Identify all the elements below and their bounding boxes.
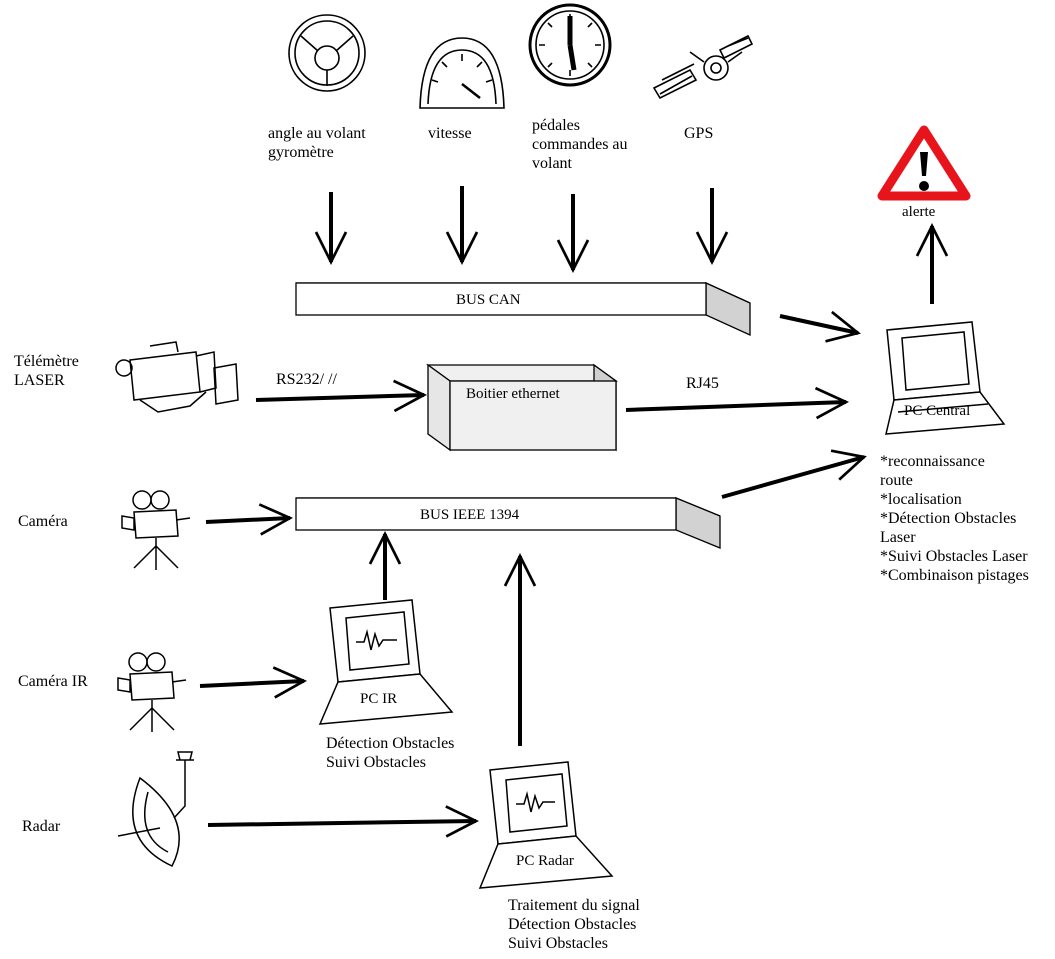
label-line: Boitier ethernet <box>466 386 560 402</box>
label-line: BUS IEEE 1394 <box>420 507 520 523</box>
arrow-laser-to-ethernet <box>255 395 424 400</box>
bus-can <box>295 281 751 337</box>
alert-triangle-icon <box>877 125 971 201</box>
label-radar: Radar <box>22 817 60 836</box>
label-pedals: pédales commandes au volant <box>532 116 628 173</box>
arrow-ieee-to-pc-central <box>721 457 864 499</box>
arrow-radar-to-pc-radar <box>207 821 476 825</box>
pc-ir-icon <box>318 599 454 725</box>
label-line: RS232/ // <box>276 371 337 388</box>
label-line: PC IR <box>360 691 398 707</box>
label-line: commandes au <box>532 136 628 153</box>
label-line: Caméra IR <box>18 673 88 690</box>
pc-central-icon <box>885 321 1006 435</box>
steering-wheel-icon <box>288 14 366 92</box>
label-rs232: RS232/ // <box>276 370 337 389</box>
label-line: RJ45 <box>686 375 719 392</box>
label-ethernet-box: Boitier ethernet <box>466 385 560 404</box>
label-line: Radar <box>22 818 61 835</box>
label-line: GPS <box>684 125 714 142</box>
arrow-can-to-pc-central <box>779 316 858 333</box>
label-line: angle au volant <box>268 125 366 142</box>
task-line: Détection Obstacles <box>326 735 455 752</box>
ethernet-box <box>426 363 618 452</box>
label-steering-gyro: angle au volant gyromètre <box>268 124 366 162</box>
label-line: pédales <box>532 117 580 134</box>
bus-ieee-1394 <box>295 497 721 549</box>
clock-gauge-icon <box>528 3 612 87</box>
task-line: Traitement du signal <box>508 897 640 914</box>
pc-radar-icon <box>478 761 614 889</box>
label-camera-ir: Caméra IR <box>18 672 88 691</box>
pc-ir-tasks: Détection Obstacles Suivi Obstacles <box>326 734 454 772</box>
task-line: route <box>880 472 913 489</box>
label-line: LASER <box>14 372 65 389</box>
label-bus-ieee: BUS IEEE 1394 <box>420 506 519 525</box>
label-line: volant <box>532 155 572 172</box>
task-line: Suivi Obstacles <box>508 935 608 952</box>
task-line: Laser <box>880 529 916 546</box>
arrow-ethernet-to-pc-central <box>625 402 846 410</box>
arrow-camera-to-ieee <box>205 518 290 522</box>
label-laser: Télémètre LASER <box>14 352 79 390</box>
label-pc-radar: PC Radar <box>516 852 574 871</box>
task-line: *Détection Obstacles <box>880 510 1017 527</box>
label-bus-can: BUS CAN <box>456 291 521 310</box>
speedometer-icon <box>419 37 505 109</box>
task-line: *Suivi Obstacles Laser <box>880 548 1028 565</box>
label-line: vitesse <box>428 125 472 142</box>
label-speed: vitesse <box>428 124 472 143</box>
pc-radar-tasks: Traitement du signal Détection Obstacles… <box>508 896 640 953</box>
task-line: *localisation <box>880 491 962 508</box>
pc-central-tasks: *reconnaissance route *localisation *Dét… <box>880 452 1029 585</box>
label-pc-central: PC Central <box>904 402 970 421</box>
radar-dish-icon <box>117 751 194 867</box>
satellite-icon <box>652 34 754 100</box>
task-line: Détection Obstacles <box>508 916 637 933</box>
label-line: PC Radar <box>516 853 574 869</box>
label-line: BUS CAN <box>456 292 521 308</box>
task-line: *Combinaison pistages <box>880 567 1029 584</box>
label-camera: Caméra <box>18 512 68 531</box>
task-line: *reconnaissance <box>880 453 985 470</box>
label-line: gyromètre <box>268 144 334 161</box>
camera-ir-icon <box>117 652 187 732</box>
camera-icon <box>121 490 191 570</box>
task-line: Suivi Obstacles <box>326 754 426 771</box>
laser-rangefinder-icon <box>115 341 239 413</box>
label-line: Caméra <box>18 513 68 530</box>
label-line: PC Central <box>904 403 971 419</box>
label-line: Télémètre <box>14 353 79 370</box>
arrow-camera-ir-to-pc-ir <box>199 681 304 686</box>
label-alert: alerte <box>902 203 935 222</box>
label-line: alerte <box>902 204 936 220</box>
label-gps: GPS <box>684 124 713 143</box>
label-pc-ir: PC IR <box>360 690 397 709</box>
label-rj45: RJ45 <box>686 374 719 393</box>
